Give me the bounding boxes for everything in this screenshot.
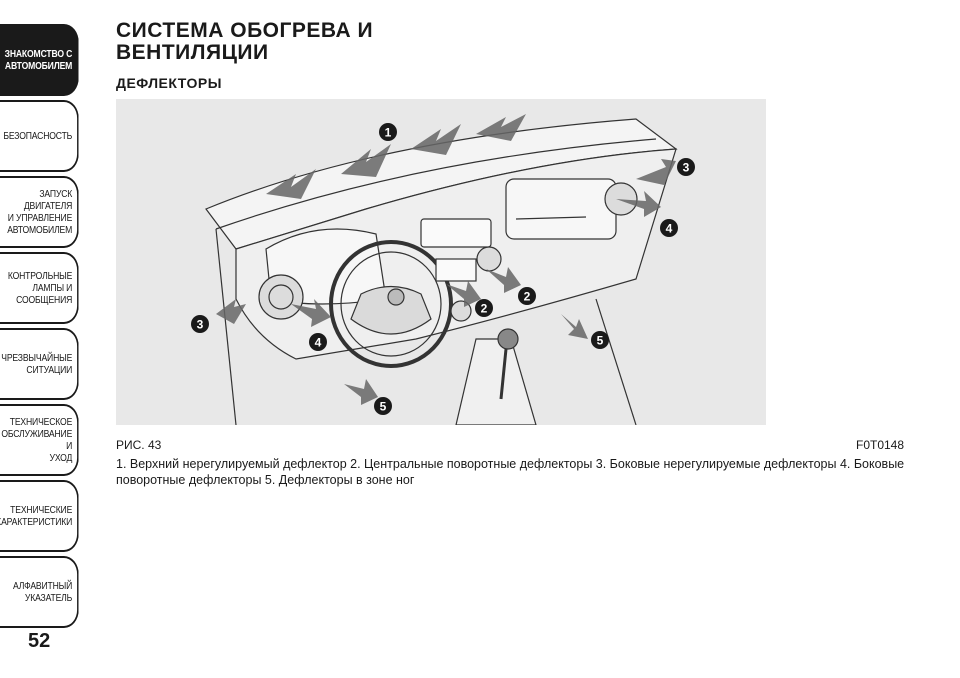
callout-2-label: 2 (524, 290, 531, 304)
callout-4-label: 4 (666, 222, 673, 236)
subsection-title: ДЕФЛЕКТОРЫ (116, 75, 222, 91)
callout-2-left: 2 (475, 299, 493, 317)
tab-safety[interactable]: БЕЗОПАСНОСТЬ (0, 100, 79, 172)
tab-label: ЗАПУСК ДВИГАТЕЛЯ И УПРАВЛЕНИЕ АВТОМОБИЛЕ… (7, 188, 73, 236)
tab-label: АЛФАВИТНЫЙ УКАЗАТЕЛЬ (12, 580, 73, 604)
dashboard-illustration: 1 3 4 2 2 3 5 (116, 99, 766, 425)
callout-3-right: 3 (677, 158, 695, 176)
callout-5-left: 5 (374, 397, 392, 415)
tab-warning-lights[interactable]: КОНТРОЛЬНЫЕ ЛАМПЫ И СООБЩЕНИЯ (0, 252, 79, 324)
tab-label: ТЕХНИЧЕСКИЕ ХАРАКТЕРИСТИКИ (0, 504, 73, 528)
callout-5-label: 5 (380, 400, 387, 414)
callout-1: 1 (379, 123, 397, 141)
tab-technical-specs[interactable]: ТЕХНИЧЕСКИЕ ХАРАКТЕРИСТИКИ (0, 480, 79, 552)
callout-5-right: 5 (591, 331, 609, 349)
callout-1-label: 1 (385, 126, 392, 140)
figure-caption: 1. Верхний нерегулируемый дефлектор 2. Ц… (116, 457, 905, 487)
callout-3-label: 3 (197, 318, 204, 332)
tab-label: КОНТРОЛЬНЫЕ ЛАМПЫ И СООБЩЕНИЯ (7, 270, 73, 306)
callout-5-label: 5 (597, 334, 604, 348)
section-title: СИСТЕМА ОБОГРЕВА И ВЕНТИЛЯЦИИ (116, 19, 374, 64)
tab-maintenance[interactable]: ТЕХНИЧЕСКОЕ ОБСЛУЖИВАНИЕ И УХОД (0, 404, 79, 476)
tab-engine-start-driving[interactable]: ЗАПУСК ДВИГАТЕЛЯ И УПРАВЛЕНИЕ АВТОМОБИЛЕ… (0, 176, 79, 248)
figure-label: РИС. 43 (116, 438, 162, 452)
callout-4-left: 4 (309, 333, 327, 351)
dashboard-drawing: 1 3 4 2 2 3 5 (191, 114, 695, 425)
callout-4-right: 4 (660, 219, 678, 237)
page-number: 52 (28, 630, 51, 652)
tab-getting-to-know-vehicle[interactable]: ЗНАКОМСТВО С АВТОМОБИЛЕМ (0, 24, 79, 96)
tab-emergencies[interactable]: ЧРЕЗВЫЧАЙНЫЕ СИТУАЦИИ (0, 328, 79, 400)
tab-label: ТЕХНИЧЕСКОЕ ОБСЛУЖИВАНИЕ И УХОД (1, 416, 73, 464)
callout-3-label: 3 (683, 161, 690, 175)
tab-label: ЧРЕЗВЫЧАЙНЫЕ СИТУАЦИИ (1, 352, 73, 376)
callout-3-left: 3 (191, 315, 209, 333)
figure-code: F0T0148 (856, 438, 905, 452)
callout-4-label: 4 (315, 336, 322, 350)
callout-2-right: 2 (518, 287, 536, 305)
tab-label: БЕЗОПАСНОСТЬ (3, 130, 73, 142)
tab-index[interactable]: АЛФАВИТНЫЙ УКАЗАТЕЛЬ (0, 556, 79, 628)
tab-label: ЗНАКОМСТВО С АВТОМОБИЛЕМ (4, 48, 73, 72)
callout-2-label: 2 (481, 302, 488, 316)
callout-markers: 1 3 4 2 2 3 5 (191, 123, 695, 415)
